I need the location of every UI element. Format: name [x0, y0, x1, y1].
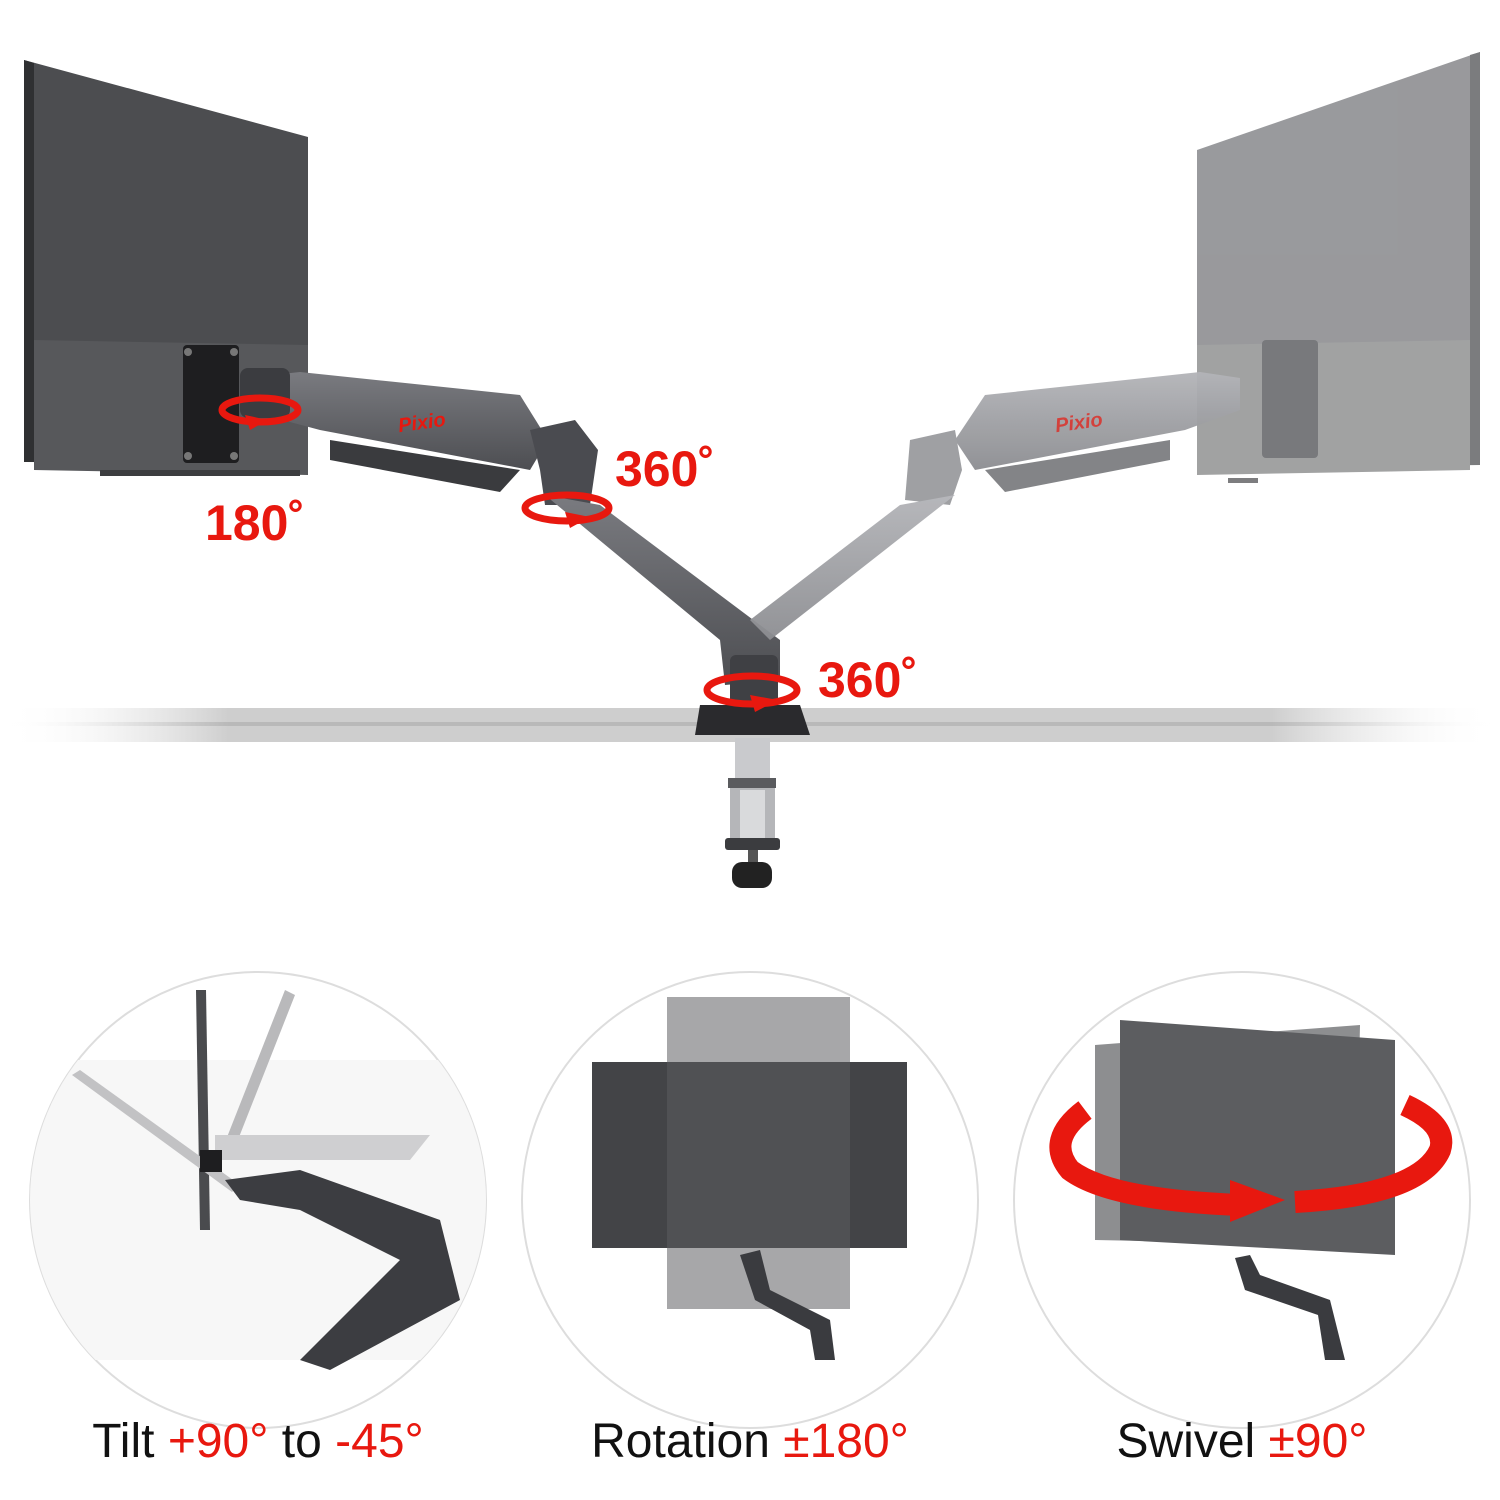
vesa-plate-right [1262, 340, 1318, 458]
caption-tilt-prefix: Tilt [92, 1415, 168, 1468]
caption-tilt-middle: to [268, 1415, 336, 1468]
angle-label-left-head: 180˚ [205, 495, 306, 551]
vesa-plate-left [183, 345, 239, 463]
caption-tilt-value-b: -45° [335, 1415, 424, 1468]
right-monitor [1197, 52, 1480, 483]
caption-tilt: Tilt +90° to -45° [28, 1418, 488, 1466]
caption-rotation: Rotation ±180° [520, 1418, 980, 1466]
angle-label-base: 360˚ [818, 652, 919, 708]
caption-swivel-prefix: Swivel [1116, 1415, 1269, 1468]
left-monitor [24, 60, 308, 476]
base-clamp [695, 655, 810, 888]
caption-swivel: Swivel ±90° [1012, 1418, 1472, 1466]
tilt-circle [29, 971, 487, 1429]
rotation-circle [521, 971, 979, 1429]
caption-swivel-value: ±90° [1268, 1415, 1368, 1468]
caption-tilt-value-a: +90° [167, 1415, 269, 1468]
left-arm [240, 368, 780, 685]
right-arm [750, 372, 1240, 640]
caption-rotation-value: ±180° [783, 1415, 909, 1468]
caption-rotation-prefix: Rotation [591, 1415, 784, 1468]
angle-label-elbow: 360˚ [615, 441, 716, 497]
swivel-circle [1013, 971, 1471, 1429]
